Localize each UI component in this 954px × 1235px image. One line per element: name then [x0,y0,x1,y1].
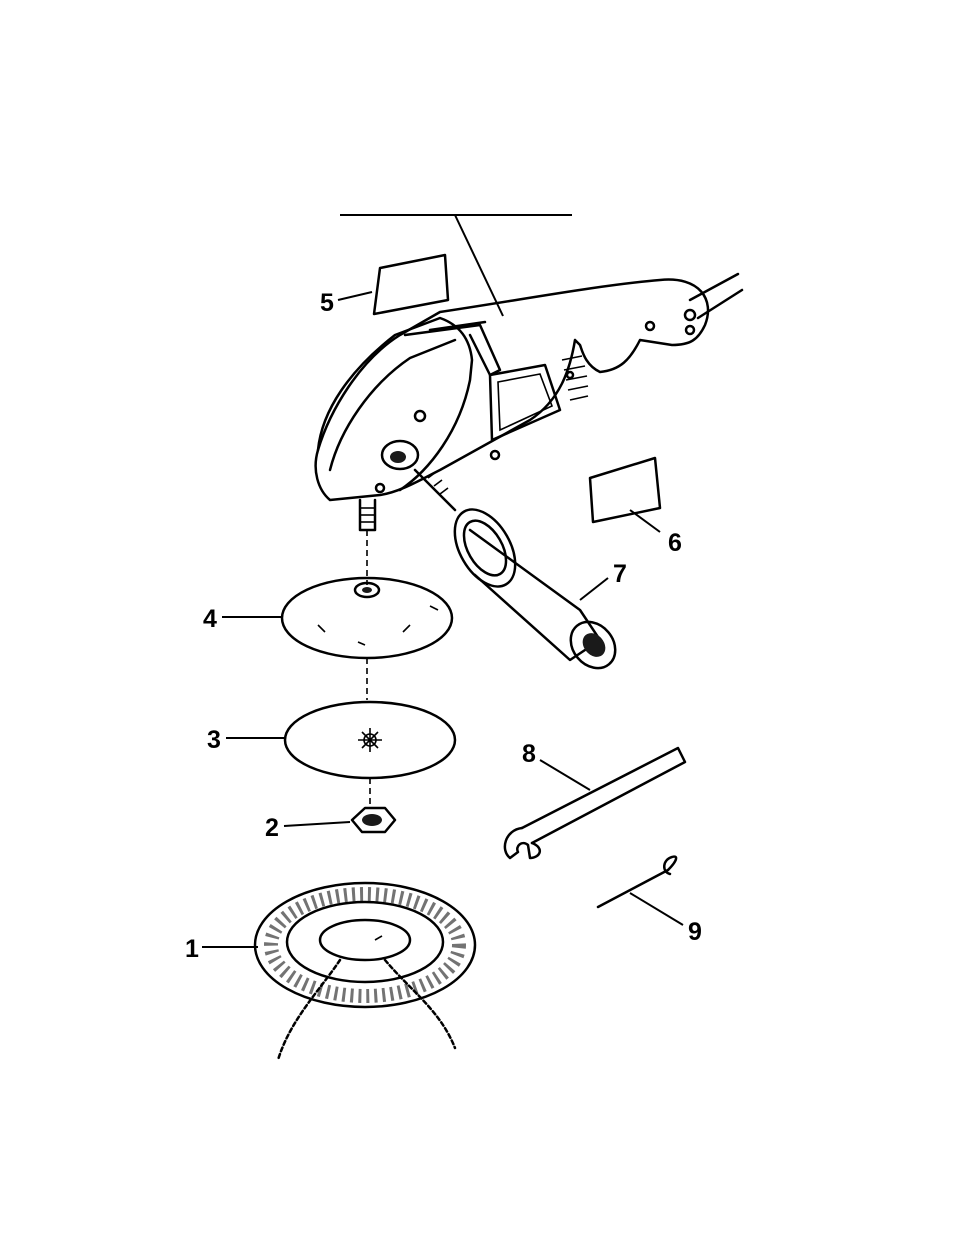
svg-text:4: 4 [203,605,217,633]
callout-8: 8 [522,740,590,790]
svg-text:2: 2 [265,814,279,842]
svg-text:8: 8 [522,740,536,768]
callout-1: 1 [185,935,258,963]
callout-2: 2 [265,814,350,842]
svg-text:3: 3 [207,726,221,754]
label-plate-5 [374,255,448,314]
pin-wrench [598,857,676,907]
polishing-disc [285,702,455,805]
callout-7: 7 [580,560,627,600]
side-handle [442,499,624,677]
callouts: 1 2 3 4 5 6 7 8 [185,289,702,963]
svg-text:5: 5 [320,289,334,317]
callout-5: 5 [320,289,372,317]
backing-plate [282,578,452,700]
callout-6: 6 [630,510,682,557]
callout-9: 9 [630,893,702,946]
svg-text:1: 1 [185,935,199,963]
svg-text:7: 7 [613,560,627,588]
wool-bonnet [255,883,475,1060]
flange-nut [352,808,395,832]
svg-text:9: 9 [688,918,702,946]
callout-3: 3 [207,726,286,754]
callout-4: 4 [203,605,283,633]
label-plate-6 [590,458,660,522]
svg-text:6: 6 [668,529,682,557]
